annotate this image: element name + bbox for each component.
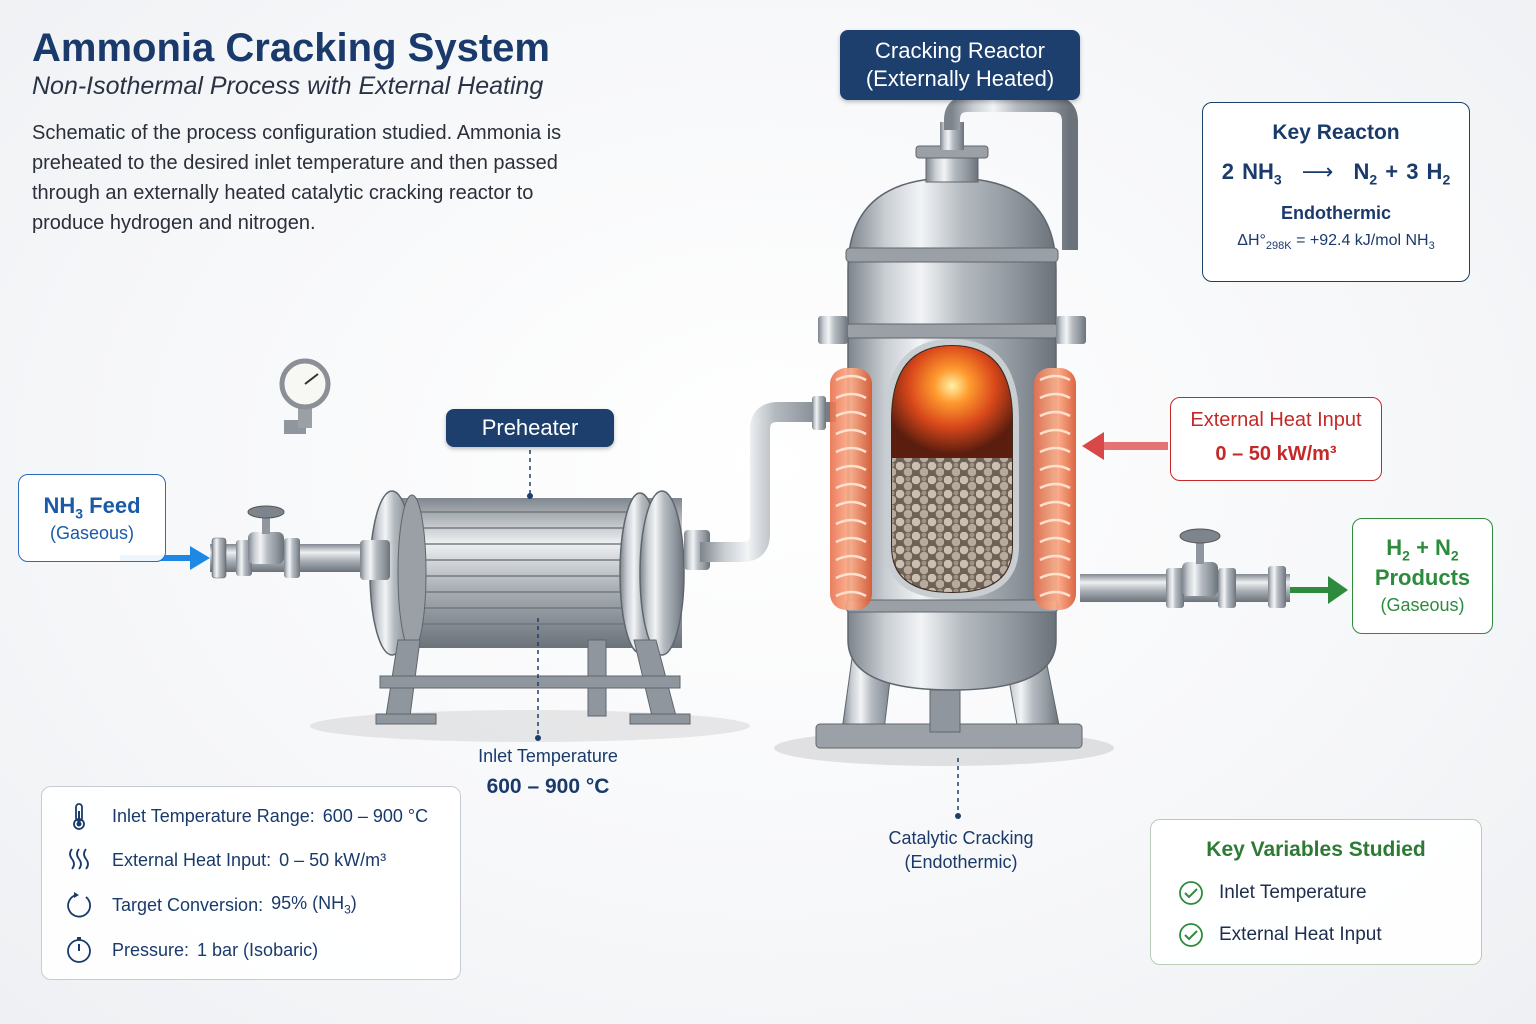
reaction-type: Endothermic: [1280, 203, 1391, 224]
catalytic-line1: Catalytic Cracking: [888, 828, 1034, 848]
heat-arrowhead: [1082, 432, 1104, 460]
equation-products: N2 + 3 H2: [1353, 159, 1451, 188]
parameter-value: 1 bar (Isobaric): [197, 939, 319, 960]
page-subtitle: Non-Isothermal Process with External Hea…: [32, 72, 544, 100]
parameter-label: External Heat Input:: [112, 849, 272, 870]
conversion-cycle-icon: [67, 892, 91, 918]
heating-coil-right: [1034, 368, 1076, 610]
products-formula: H2 + N2: [1386, 535, 1459, 564]
equation-reactants: 2 NH3: [1221, 159, 1282, 188]
outlet-valve-handwheel: [1179, 528, 1221, 544]
feed-name: NH3 Feed: [43, 493, 141, 522]
parameter-label: Target Conversion:: [112, 894, 264, 915]
check-circle-icon: [1179, 881, 1203, 905]
heat-waves-icon: [69, 848, 89, 870]
key-variables-title: Key Variables Studied: [1206, 838, 1426, 861]
products-card: H2 + N2 Products (Gaseous): [1352, 518, 1493, 634]
reactor-label-line2: (Externally Heated): [865, 66, 1055, 91]
parameter-label: Inlet Temperature Range:: [112, 805, 315, 826]
thermometer-icon: [73, 803, 85, 830]
catalytic-cracking-label: Catalytic Cracking (Endothermic): [870, 826, 1052, 874]
reaction-equation: 2 NH3 ⟶ N2 + 3 H2: [1203, 159, 1469, 187]
feed-arrowhead: [190, 546, 210, 570]
feed-state: (Gaseous): [49, 523, 135, 544]
parameter-label: Pressure:: [112, 939, 190, 960]
key-variables-card: Key Variables Studied Inlet Temperature …: [1150, 819, 1482, 965]
description-text: Schematic of the process configuration s…: [32, 122, 562, 234]
inlet-temperature-value: 600 – 900 °C: [486, 775, 610, 798]
product-arrowhead: [1328, 576, 1348, 604]
key-variable-item: Inlet Temperature: [1177, 879, 1367, 907]
key-variable-label: External Heat Input: [1219, 924, 1382, 945]
inlet-valve-body: [248, 532, 284, 564]
check-circle-icon: [1179, 923, 1203, 947]
parameter-row-conversion: Target Conversion: 95% (NH3): [64, 890, 357, 920]
catalytic-line2: (Endothermic): [904, 852, 1018, 872]
heat-input-label: External Heat Input: [1190, 409, 1362, 431]
key-reaction-card: Key Reacton 2 NH3 ⟶ N2 + 3 H2 Endothermi…: [1202, 102, 1470, 282]
page-title: Ammonia Cracking System: [32, 26, 550, 70]
products-label: Products: [1374, 565, 1471, 591]
key-reaction-title: Key Reacton: [1272, 121, 1400, 144]
inlet-flange: [211, 537, 227, 579]
preheater-label-badge: Preheater: [446, 409, 614, 447]
inlet-temperature-caption: Inlet Temperature: [478, 746, 618, 766]
parameter-row-inlet-temperature: Inlet Temperature Range: 600 – 900 °C: [64, 801, 428, 831]
products-state: (Gaseous): [1380, 595, 1465, 616]
reactor-cutaway: [885, 338, 1019, 600]
parameter-row-pressure: Pressure: 1 bar (Isobaric): [64, 935, 318, 965]
reaction-enthalpy: ΔH°298K = +92.4 kJ/mol NH3: [1237, 232, 1435, 253]
reaction-arrow: ⟶: [1301, 159, 1334, 184]
parameter-value: 0 – 50 kW/m³: [279, 849, 387, 870]
pressure-gauge-icon: [67, 937, 91, 963]
parameter-row-heat-input: External Heat Input: 0 – 50 kW/m³: [64, 845, 386, 875]
parameter-value: 95% (NH3): [271, 893, 357, 917]
heating-coil-left: [830, 368, 872, 610]
key-variable-label: Inlet Temperature: [1219, 882, 1367, 903]
parameter-value: 600 – 900 °C: [322, 805, 429, 826]
preheater-vessel: [360, 490, 710, 656]
external-heat-card: External Heat Input 0 – 50 kW/m³: [1170, 397, 1382, 481]
preheater-stand: [375, 639, 691, 725]
heat-input-value: 0 – 50 kW/m³: [1215, 443, 1337, 465]
reactor-label-badge: Cracking Reactor (Externally Heated): [840, 30, 1080, 100]
inlet-valve-handwheel: [247, 505, 285, 519]
inlet-temperature-label: Inlet Temperature 600 – 900 °C: [460, 746, 636, 799]
parameters-card: Inlet Temperature Range: 600 – 900 °C Ex…: [41, 786, 461, 980]
transfer-pipe: [700, 402, 836, 562]
nh3-feed-card: NH3 Feed (Gaseous): [18, 474, 166, 562]
outlet-valve-body: [1182, 562, 1218, 596]
key-variable-item: External Heat Input: [1177, 921, 1382, 949]
reactor-label-line1: Cracking Reactor: [875, 38, 1045, 63]
